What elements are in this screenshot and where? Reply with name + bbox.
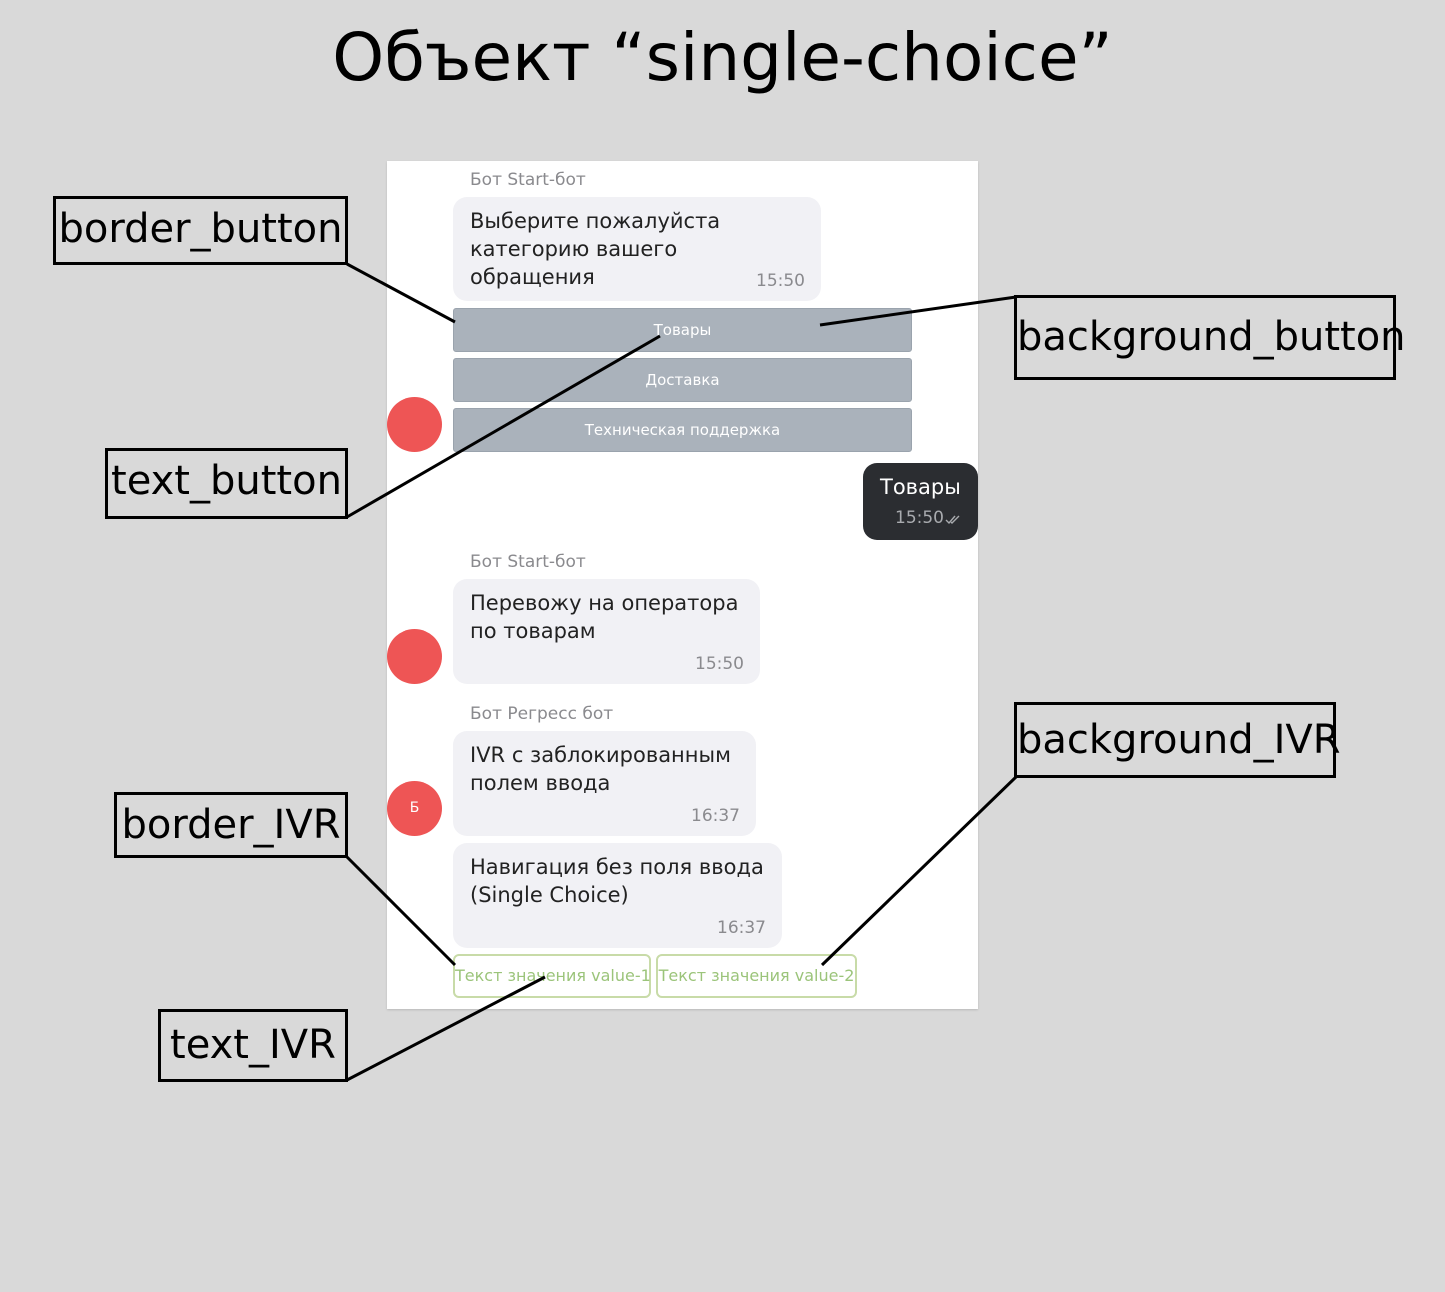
- label-border-button: border_button: [53, 196, 348, 265]
- leader-line-background-button: [819, 295, 1017, 327]
- message-bubble: Навигация без поля ввода (Single Choice)…: [453, 843, 782, 948]
- message-time: 16:37: [717, 918, 766, 938]
- message-text: IVR с заблокированным полем ввода: [470, 743, 731, 795]
- label-text-ivr: text_IVR: [158, 1009, 348, 1082]
- message-time: 16:37: [691, 806, 740, 826]
- message-time: 15:50: [695, 654, 744, 674]
- leader-line-text-ivr: [346, 975, 546, 1082]
- diagram-title: Объект “single-choice”: [332, 19, 1113, 96]
- leader-line-border-ivr: [345, 855, 457, 967]
- leader-line-border-button: [346, 262, 456, 324]
- choice-button-delivery[interactable]: Доставка: [453, 358, 912, 402]
- message-bubble: IVR с заблокированным полем ввода 16:37: [453, 731, 756, 836]
- outgoing-text: Товары: [880, 475, 961, 499]
- message-text: Перевожу на оператора по товарам: [470, 591, 739, 643]
- leader-line-background-ivr: [820, 775, 1018, 967]
- ivr-button-value-1[interactable]: Текст значения value-1: [453, 954, 651, 998]
- label-background-ivr: background_IVR: [1014, 702, 1341, 778]
- message-time: 15:50: [756, 271, 805, 291]
- label-background-button: background_button: [1014, 295, 1406, 380]
- message-bubble: Выберите пожалуйста категорию вашего обр…: [453, 197, 821, 301]
- message-text: Выберите пожалуйста категорию вашего обр…: [470, 209, 721, 289]
- bot-avatar: [387, 397, 442, 452]
- bot-avatar: Б: [387, 781, 442, 836]
- outgoing-message: Товары 15:50: [863, 463, 978, 540]
- message-bubble: Перевожу на оператора по товарам 15:50: [453, 579, 760, 684]
- outgoing-time: 15:50: [895, 508, 944, 528]
- choice-button-goods[interactable]: Товары: [453, 308, 912, 352]
- ivr-button-value-2[interactable]: Текст значения value-2: [656, 954, 857, 998]
- bot-avatar: [387, 629, 442, 684]
- message-text: Навигация без поля ввода (Single Choice): [470, 855, 764, 907]
- sender-name: Бот Регресс бот: [470, 704, 614, 724]
- label-text-button: text_button: [105, 448, 348, 519]
- double-check-icon: [945, 515, 960, 525]
- leader-line-text-button: [346, 334, 661, 519]
- sender-name: Бот Start-бот: [470, 170, 586, 190]
- choice-button-support[interactable]: Техническая поддержка: [453, 408, 912, 452]
- label-border-ivr: border_IVR: [114, 792, 348, 858]
- sender-name: Бот Start-бот: [470, 552, 586, 572]
